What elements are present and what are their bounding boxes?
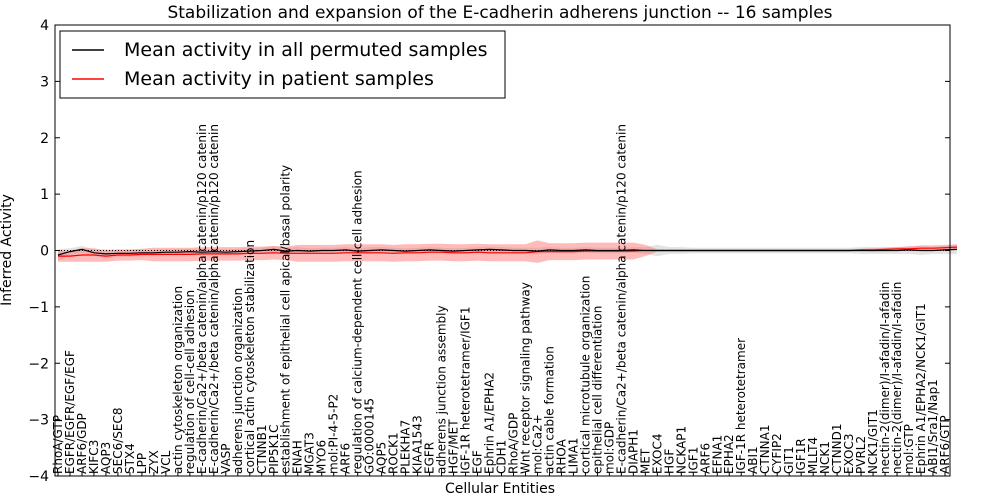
series-lines bbox=[57, 246, 958, 257]
x-tick-label: PIP5K1C bbox=[267, 424, 281, 474]
x-tick-label: IGF-1R heterotetramer/IGF1 bbox=[459, 307, 473, 474]
legend: Mean activity in all permuted samplesMea… bbox=[59, 30, 506, 99]
y-tick-label: 0 bbox=[40, 244, 49, 260]
y-tick-label: 3 bbox=[40, 74, 49, 90]
x-tick-label: NCK1/GIT1 bbox=[866, 409, 880, 474]
legend-box bbox=[59, 30, 506, 99]
x-tick-label: MLLT4 bbox=[806, 437, 820, 474]
x-tick-label: mol:PI-4-5-P2 bbox=[327, 394, 341, 474]
x-tick-label: RhoA/GDP bbox=[507, 413, 521, 474]
x-tick-label: nectin-2(dimer)/I-afadin/I-afadin bbox=[878, 282, 892, 474]
x-tick-label: EFNA1 bbox=[710, 435, 724, 474]
x-tick-label: GO:0000145 bbox=[363, 398, 377, 474]
y-axis-label: Inferred Activity bbox=[0, 194, 15, 306]
x-tick-label: IGF-1R heterotetramer bbox=[734, 338, 748, 474]
x-tick-label: EGF bbox=[471, 450, 485, 474]
x-tick-label: ROCK1 bbox=[387, 432, 401, 474]
x-tick-label: EXOC4 bbox=[650, 434, 664, 475]
x-tick-label: AQP5 bbox=[375, 442, 389, 474]
x-tick-label: VCL bbox=[159, 450, 173, 474]
chart-title: Stabilization and expansion of the E-cad… bbox=[167, 3, 832, 23]
y-tick-label: 1 bbox=[40, 187, 49, 203]
x-tick-label: LPP bbox=[135, 453, 149, 474]
y-tick-label: −2 bbox=[28, 356, 49, 372]
x-axis-label: Cellular Entities bbox=[445, 481, 555, 497]
x-tick-label: CYFIP2 bbox=[770, 433, 784, 474]
x-tick-label: AQP3 bbox=[99, 442, 113, 474]
x-tick-label: mol:Ca2+ bbox=[531, 414, 545, 474]
x-tick-label: adherens junction organization bbox=[231, 288, 245, 474]
x-tick-label: ENAH bbox=[291, 440, 305, 474]
x-tick-label: E-cadherin/Ca2+/beta catenin/alpha caten… bbox=[195, 124, 209, 474]
x-tick-label: PVRL2 bbox=[854, 436, 868, 474]
y-axis: −4 −3 −2 −1 0 1 2 3 4 bbox=[28, 18, 950, 485]
legend-label-patient: Mean activity in patient samples bbox=[124, 68, 434, 90]
x-tick-label: cortical actin cytoskeleton stabilizatio… bbox=[243, 240, 257, 474]
y-tick-label: −3 bbox=[28, 413, 49, 429]
x-tick-label: nectin-2(dimer)/I-afadin/I-afadin bbox=[890, 282, 904, 474]
x-tick-label: HGF/MET bbox=[447, 419, 461, 474]
x-tick-label: adherens junction assembly bbox=[435, 305, 449, 474]
x-tick-label: STX4 bbox=[123, 443, 137, 474]
x-tick-label: E-cadherin/Ca2+/beta catenin/alpha caten… bbox=[207, 124, 221, 474]
x-tick-label: actin cytoskeleton organization bbox=[171, 286, 185, 474]
x-tick-label: epithelial cell differentiation bbox=[590, 306, 604, 474]
x-tick-label: ARF6 bbox=[698, 443, 712, 474]
x-tick-label: HGF bbox=[662, 449, 676, 474]
x-tick-label: mol:GTP bbox=[902, 424, 916, 474]
x-tick-label: IGF1R bbox=[794, 438, 808, 474]
x-tick-label: PLEKHA7 bbox=[399, 420, 413, 474]
x-tick-label: CTNNA1 bbox=[758, 424, 772, 474]
x-tick-label: cortical microtubule organization bbox=[578, 276, 592, 474]
x-tick-label: NCKAP1 bbox=[674, 426, 688, 474]
x-tick-label: EGFR/EGFR/EGF/EGF bbox=[63, 350, 77, 474]
x-tick-label: RhoA/GTP bbox=[51, 415, 65, 474]
x-tick-label: CTNNB1 bbox=[255, 424, 269, 474]
y-tick-label: 4 bbox=[40, 18, 49, 34]
x-tick-label: actin cable formation bbox=[542, 346, 556, 474]
series-line-permuted bbox=[57, 248, 958, 256]
x-tick-label: MET bbox=[638, 448, 652, 474]
y-tick-label: −4 bbox=[28, 469, 49, 485]
x-tick-label: EXOC3 bbox=[842, 434, 856, 475]
x-tick-label: ABI1/Sra1/Nap1 bbox=[926, 379, 940, 474]
x-tick-label: establishment of epithelial cell apical/… bbox=[279, 165, 293, 474]
x-tick-label: Ephrin A1/EPHA2 bbox=[483, 372, 497, 474]
x-axis-ticks bbox=[57, 472, 946, 476]
x-tick-label: GIT1 bbox=[782, 446, 796, 474]
x-tick-label: Wnt receptor signaling pathway bbox=[519, 282, 533, 474]
x-tick-label: EPHA2 bbox=[722, 434, 736, 474]
x-tick-label: regulation of calcium-dependent cell-cel… bbox=[351, 170, 365, 474]
x-tick-label: mol:GDP bbox=[602, 422, 616, 474]
x-tick-label: MGAT3 bbox=[303, 432, 317, 474]
band-patient bbox=[58, 240, 957, 263]
x-tick-label: LIMA1 bbox=[566, 438, 580, 474]
x-tick-label: KIFC3 bbox=[87, 440, 101, 474]
x-tick-label: CDH1 bbox=[495, 440, 509, 474]
x-tick-label: KIAA1543 bbox=[411, 415, 425, 474]
x-tick-label: NCK1 bbox=[818, 441, 832, 474]
y-tick-label: −1 bbox=[28, 300, 49, 316]
x-tick-label: ZYX bbox=[147, 450, 161, 474]
x-tick-label: ARF6/GTP bbox=[938, 415, 952, 474]
legend-label-permuted: Mean activity in all permuted samples bbox=[124, 39, 487, 61]
y-tick-label: 2 bbox=[40, 131, 49, 147]
x-tick-label: Ephrin A1/EPHA2/NCK1/GIT1 bbox=[914, 303, 928, 474]
x-axis-tick-labels: RhoA/GTPEGFR/EGFR/EGF/EGFARF6/GDPKIFC3AQ… bbox=[51, 124, 952, 474]
x-tick-label: ABI1 bbox=[746, 446, 760, 474]
x-tick-label: DIAPH1 bbox=[626, 429, 640, 474]
x-tick-label: CTNND1 bbox=[830, 423, 844, 474]
x-tick-label: RHOA bbox=[554, 438, 568, 474]
x-tick-label: EGFR bbox=[423, 442, 437, 474]
x-tick-label: ARF6/GDP bbox=[75, 413, 89, 474]
x-tick-label: MYO6 bbox=[315, 440, 329, 474]
x-tick-label: E-cadherin/Ca2+/beta catenin/alpha caten… bbox=[614, 124, 628, 474]
x-tick-label: VASP bbox=[219, 443, 233, 474]
x-tick-label: SEC6/SEC8 bbox=[111, 408, 125, 474]
x-tick-label: regulation of cell-cell adhesion bbox=[183, 290, 197, 474]
x-tick-label: IGF1 bbox=[686, 447, 700, 474]
x-tick-label: ARF6 bbox=[339, 443, 353, 474]
